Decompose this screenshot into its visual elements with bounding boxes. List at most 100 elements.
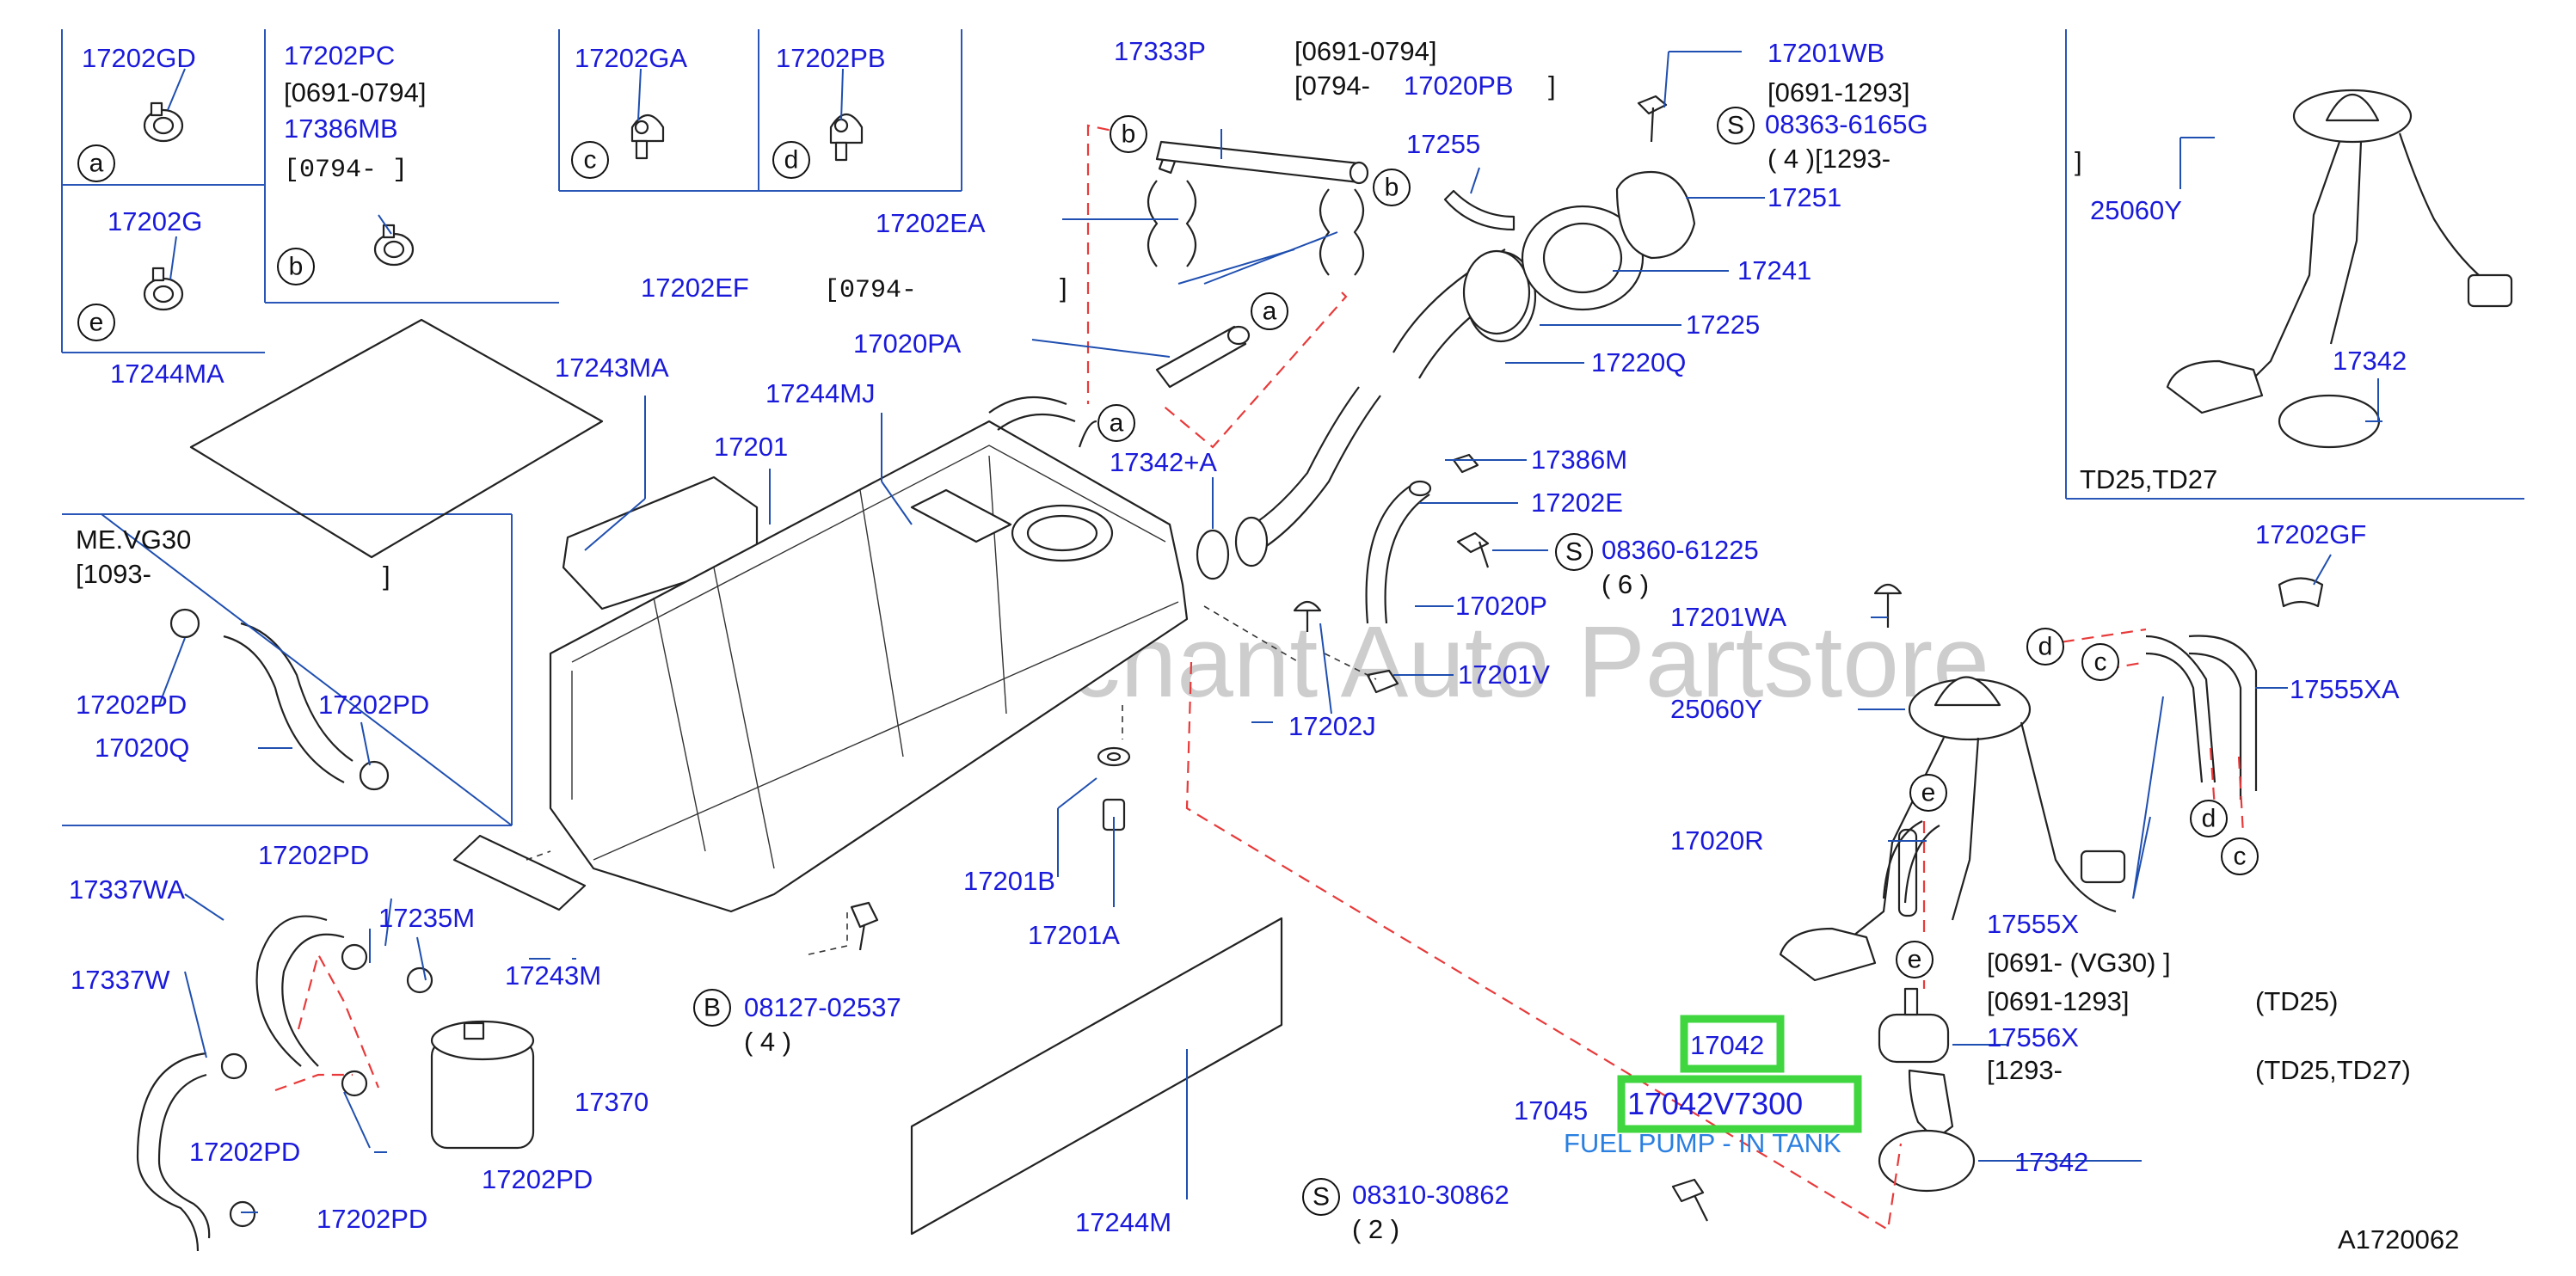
label-17202PD-5[interactable]: 17202PD [482,1164,593,1194]
label-17202J[interactable]: 17202J [1288,711,1376,741]
clips-17202EA [1147,180,1365,276]
label-17201V[interactable]: 17201V [1458,659,1550,690]
label-17220Q[interactable]: 17220Q [1591,347,1686,377]
label-17020PB[interactable]: 17020PB [1404,71,1514,101]
label-17020P[interactable]: 17020P [1455,591,1547,621]
canister-17370-drawing [430,1020,535,1150]
note-bracket-close: ] [2075,146,2082,176]
marker-e-1: e [89,309,104,337]
label-17201WB[interactable]: 17201WB [1768,38,1884,68]
label-17386MB[interactable]: 17386MB [284,113,398,144]
note-qty-2: ( 2 ) [1352,1214,1399,1244]
label-17201[interactable]: 17201 [714,432,788,462]
label-17337W[interactable]: 17337W [71,965,170,995]
label-17244M[interactable]: 17244M [1075,1207,1171,1237]
label-08310-30862[interactable]: 08310-30862 [1352,1180,1509,1210]
hose-17020R-drawing [1882,820,1940,904]
sender-unit-25060Y-main [1779,676,2126,982]
bolt-17201WB [1637,95,1668,143]
label-17555X[interactable]: 17555X [1987,909,2079,939]
label-17342-main[interactable]: 17342 [2014,1147,2088,1177]
hoses-bottom-left [136,608,433,1252]
label-17202GA[interactable]: 17202GA [575,43,687,73]
label-17202E[interactable]: 17202E [1531,488,1623,518]
clamp-17202GA-drawing [630,113,665,160]
highlight-17042-box[interactable] [1680,1015,1785,1073]
label-17020R[interactable]: 17020R [1670,825,1764,856]
label-17202PC[interactable]: 17202PC [284,40,395,71]
marker-c-2: c [2094,648,2107,677]
label-08127-02537[interactable]: 08127-02537 [744,992,901,1022]
hose-17020PA [1155,325,1251,389]
label-17201A[interactable]: 17201A [1028,920,1120,950]
sender-unit-25060Y-inset [2166,89,2513,449]
label-17202PD-1[interactable]: 17202PD [76,690,187,720]
label-17556X[interactable]: 17556X [1987,1022,2079,1052]
note-0794-b-suffix: ] [1548,71,1556,101]
note-4-1293: ( 4 )[1293- [1768,144,1891,174]
label-17244MA[interactable]: 17244MA [110,359,224,389]
label-17251[interactable]: 17251 [1768,182,1841,212]
note-1093-close: ] [383,561,390,591]
label-08360-61225[interactable]: 08360-61225 [1602,535,1759,565]
label-17202PD-4[interactable]: 17202PD [189,1137,300,1167]
label-17370[interactable]: 17370 [575,1087,649,1117]
label-17342-plus-a[interactable]: 17342+A [1110,447,1217,477]
marker-b-3: b [1385,174,1399,202]
marker-d-2: d [2038,633,2053,661]
label-17225[interactable]: 17225 [1686,310,1760,340]
label-17555XA[interactable]: 17555XA [2290,674,2400,704]
label-17020PA[interactable]: 17020PA [853,328,962,359]
label-17202G[interactable]: 17202G [108,206,202,236]
label-17255[interactable]: 17255 [1406,129,1480,159]
label-17202GF[interactable]: 17202GF [2255,519,2366,549]
hoses-17555XA [2145,635,2258,800]
note-0691-0794-a: [0691-0794] [284,77,426,107]
label-17042V7300[interactable]: 17042V7300 [1627,1086,1803,1121]
label-17202PB[interactable]: 17202PB [776,43,886,73]
marker-d-1: d [784,146,799,175]
note-qty-6: ( 6 ) [1602,569,1649,599]
label-17045[interactable]: 17045 [1514,1095,1588,1126]
label-17201WA[interactable]: 17201WA [1670,602,1786,632]
note-0691-1293-b: [0691-1293] [1987,986,2129,1016]
label-25060Y-main[interactable]: 25060Y [1670,694,1762,724]
note-0794-b-prefix: [0794- [1294,71,1370,101]
note-1093: [1093- [76,559,151,589]
note-td25-td27-b: (TD25,TD27) [2255,1055,2411,1085]
label-17235M[interactable]: 17235M [378,903,475,933]
label-17337WA[interactable]: 17337WA [69,874,185,905]
label-17202PD-2[interactable]: 17202PD [318,690,429,720]
fuel-tank-drawing [549,396,1189,913]
note-1293-b: [1293- [1987,1055,2063,1085]
label-17244MJ[interactable]: 17244MJ [765,378,876,408]
label-17201B[interactable]: 17201B [963,866,1055,896]
marker-b-1: b [289,253,304,281]
label-17241[interactable]: 17241 [1737,255,1811,285]
label-17020Q[interactable]: 17020Q [95,733,189,763]
label-17333P[interactable]: 17333P [1114,36,1206,66]
label-08363-6165G[interactable]: 08363-6165G [1765,109,1928,139]
label-17386M[interactable]: 17386M [1531,445,1627,475]
protector-sheet-17244MA [189,318,604,559]
label-17202PD-6[interactable]: 17202PD [317,1204,427,1234]
clamp-17202GD-drawing [143,101,184,143]
highlight-17042V7300-box[interactable] [1617,1075,1862,1133]
label-17243M[interactable]: 17243M [505,960,601,991]
note-0691-0794-b: [0691-0794] [1294,36,1436,66]
label-17243MA[interactable]: 17243MA [555,353,669,383]
label-25060Y-inset[interactable]: 25060Y [2090,195,2182,225]
label-17342-inset[interactable]: 17342 [2333,346,2407,376]
note-0794-a: [0794- ] [284,156,408,185]
label-17202GD[interactable]: 17202GD [82,43,196,73]
date-code-notes: [0691-0794] [0794- ] [0691-0794] [0794- … [76,36,2459,1255]
label-17202EF[interactable]: 17202EF [641,273,749,303]
marker-a-1: a [89,150,104,178]
label-17202PD-3[interactable]: 17202PD [258,840,369,870]
part-labels: 17202GD 17202PC 17386MB 17202GA 17202PB … [69,36,2407,1237]
label-17042[interactable]: 17042 [1690,1030,1764,1060]
note-me-vg30: ME.VG30 [76,525,191,555]
marker-c-3: c [2234,843,2247,871]
label-17202EA[interactable]: 17202EA [876,208,986,238]
